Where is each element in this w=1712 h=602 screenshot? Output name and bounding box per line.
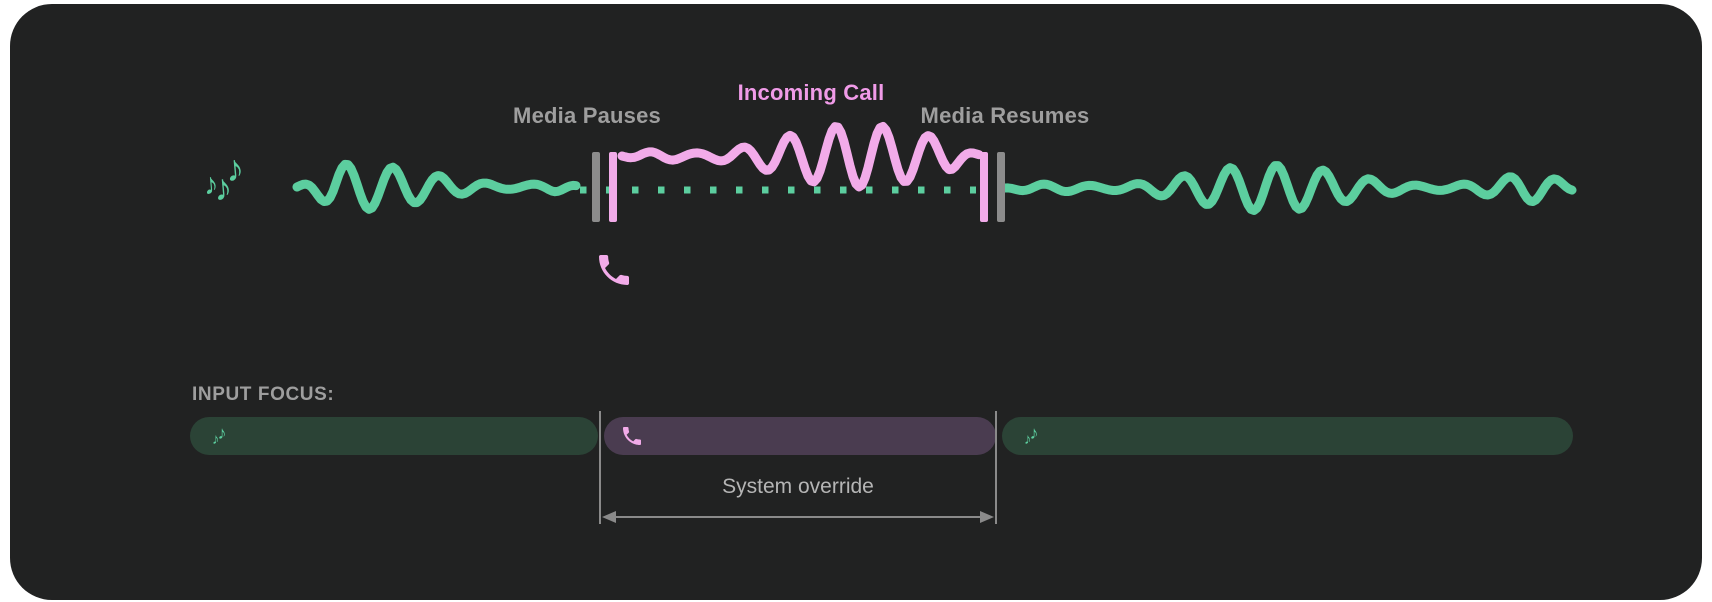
music-note-glyph: ♪ [224, 149, 246, 187]
double-arrow-icon [601, 508, 995, 526]
incoming-call-label: Incoming Call [738, 80, 885, 106]
music-notes-icon: ♪♪ [212, 426, 227, 446]
music-note-glyph: ♪ [1030, 424, 1039, 442]
media-pauses-label: Media Pauses [513, 103, 661, 129]
music-notes-icon: ♪♪ [1024, 426, 1039, 446]
override-boundary-right [995, 411, 997, 524]
phone-call-icon [620, 424, 644, 448]
focus-segment-media-before: ♪♪ [190, 417, 598, 455]
input-focus-title: INPUT FOCUS: [192, 384, 334, 406]
media-resumes-label: Media Resumes [921, 103, 1090, 129]
focus-segment-call [604, 417, 996, 455]
system-override-label: System override [601, 474, 995, 500]
music-note-glyph: ♪ [218, 424, 227, 442]
music-notes-icon: ♪♪♪ [200, 148, 245, 189]
system-override-region: System override [601, 474, 995, 531]
focus-segment-media-after: ♪♪ [1002, 417, 1573, 455]
phone-call-icon [594, 250, 634, 290]
